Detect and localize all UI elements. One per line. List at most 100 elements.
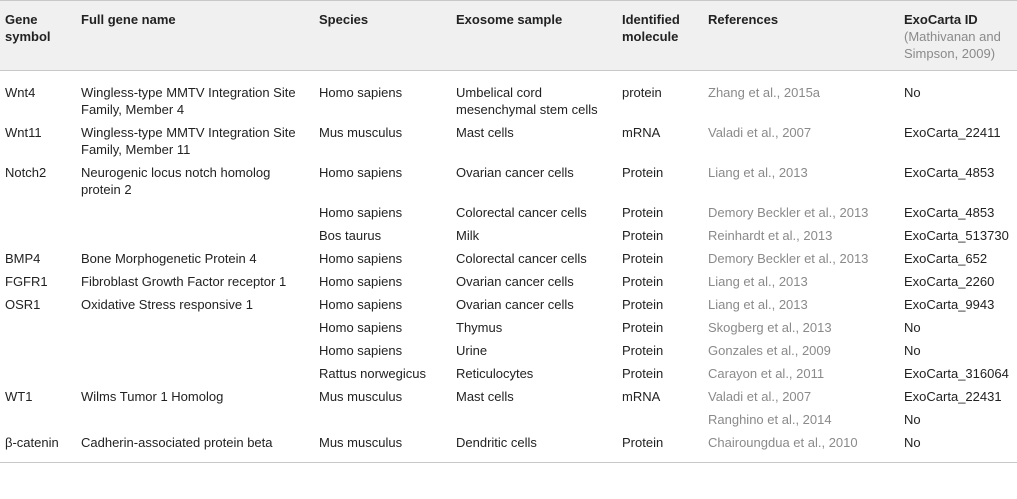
cell-exosome-sample (451, 405, 617, 428)
cell-exocarta-id: No (899, 428, 1017, 463)
cell-species: Homo sapiens (319, 165, 403, 180)
cell-exocarta-id: ExoCarta_652 (904, 251, 988, 266)
cell-full-gene-name (76, 336, 314, 359)
cell-identified-molecule: protein (622, 85, 662, 100)
cell-species: Homo sapiens (319, 343, 403, 358)
cell-exocarta-id: ExoCarta_2260 (904, 274, 995, 289)
table-row: Homo sapiens Thymus Protein Skogberg et al.… (0, 313, 1017, 336)
cell-exocarta-id: No (904, 412, 921, 427)
table-row: Notch2 Neurogenic locus notch homolog pro… (0, 158, 1017, 198)
cell-exosome-sample: Ovarian cancer cells (456, 165, 574, 180)
cell-reference-link[interactable]: Gonzales et al., 2009 (708, 343, 831, 358)
cell-reference-link[interactable]: Valadi et al., 2007 (708, 125, 812, 140)
cell-full-gene-name: Cadherin-associated protein beta (76, 428, 314, 463)
cell-species: Rattus norwegicus (319, 366, 426, 381)
cell-reference-link[interactable]: Carayon et al., 2011 (708, 366, 825, 381)
cell-reference-link[interactable]: Liang et al., 2013 (708, 165, 808, 180)
cell-reference-link[interactable]: Skogberg et al., 2013 (708, 320, 832, 335)
cell-gene-symbol (0, 336, 76, 359)
header-exocarta-id: ExoCarta ID (Mathivanan and Simpson, 200… (899, 1, 1017, 71)
cell-gene-symbol: OSR1 (5, 297, 41, 312)
table-header: Gene symbol Full gene name Species Exoso… (0, 0, 1017, 71)
cell-exosome-sample: Colorectal cancer cells (456, 251, 587, 266)
cell-full-gene-name: Oxidative Stress responsive 1 (81, 297, 253, 312)
cell-full-gene-name: Bone Morphogenetic Protein 4 (81, 251, 257, 266)
cell-species: Bos taurus (319, 228, 382, 243)
header-exocarta-id-label: ExoCarta ID (904, 12, 978, 27)
header-exosome-sample: Exosome sample (456, 12, 563, 27)
cell-reference-link[interactable]: Liang et al., 2013 (708, 274, 808, 289)
cell-full-gene-name (76, 405, 314, 428)
cell-exosome-sample: Thymus (456, 320, 503, 335)
cell-exocarta-id: ExoCarta_316064 (904, 366, 1009, 381)
cell-gene-symbol: Notch2 (5, 165, 47, 180)
cell-exosome-sample: Ovarian cancer cells (456, 297, 574, 312)
header-species: Species (319, 12, 369, 27)
cell-gene-symbol: FGFR1 (5, 274, 48, 289)
table-row: Wnt11 Wingless-type MMTV Integration Site… (0, 118, 1017, 158)
cell-full-gene-name: Wingless-type MMTV Integration Site Fami… (81, 85, 296, 117)
cell-exosome-sample: Reticulocytes (456, 366, 534, 381)
cell-species: Homo sapiens (319, 320, 403, 335)
cell-reference-link[interactable]: Reinhardt et al., 2013 (708, 228, 833, 243)
cell-exosome-sample: Mast cells (456, 125, 514, 140)
cell-reference-link[interactable]: Liang et al., 2013 (708, 297, 808, 312)
header-full-gene-name: Full gene name (81, 12, 176, 27)
cell-exosome-sample: Milk (456, 228, 480, 243)
header-gene-symbol: Gene symbol (5, 12, 51, 44)
cell-exosome-sample: Ovarian cancer cells (456, 274, 574, 289)
cell-gene-symbol (0, 221, 76, 244)
cell-species: Homo sapiens (319, 205, 403, 220)
cell-species: Homo sapiens (319, 85, 403, 100)
cell-exocarta-id: No (904, 343, 921, 358)
cell-exocarta-id: ExoCarta_22431 (904, 389, 1002, 404)
header-references: References (708, 12, 779, 27)
cell-exocarta-id: ExoCarta_4853 (904, 205, 995, 220)
cell-species: Mus musculus (314, 428, 451, 463)
cell-species: Mus musculus (319, 125, 403, 140)
cell-exocarta-id: ExoCarta_9943 (904, 297, 995, 312)
cell-full-gene-name: Neurogenic locus notch homolog protein 2 (81, 165, 271, 197)
table-row: OSR1 Oxidative Stress responsive 1 Homo sa… (0, 290, 1017, 313)
cell-full-gene-name: Fibroblast Growth Factor receptor 1 (81, 274, 287, 289)
cell-gene-symbol: Wnt11 (5, 125, 42, 140)
cell-full-gene-name (76, 198, 314, 221)
table-row: FGFR1 Fibroblast Growth Factor receptor 1… (0, 267, 1017, 290)
cell-exocarta-id: No (904, 320, 921, 335)
header-identified-molecule: Identified molecule (622, 12, 680, 44)
cell-species: Homo sapiens (319, 297, 403, 312)
cell-full-gene-name (76, 313, 314, 336)
cell-species: Mus musculus (319, 389, 403, 404)
cell-reference-link[interactable]: Valadi et al., 2007 (708, 389, 812, 404)
cell-reference-link[interactable]: Zhang et al., 2015a (708, 85, 821, 100)
cell-reference-link[interactable]: Ranghino et al., 2014 (708, 412, 832, 427)
cell-species: Homo sapiens (319, 251, 403, 266)
cell-exocarta-id: ExoCarta_22411 (904, 125, 1001, 140)
cell-reference-link[interactable]: Demory Beckler et al., 2013 (708, 251, 869, 266)
cell-identified-molecule (617, 405, 703, 428)
cell-identified-molecule: mRNA (622, 125, 661, 140)
cell-identified-molecule: Protein (622, 274, 664, 289)
cell-gene-symbol (0, 313, 76, 336)
cell-identified-molecule: Protein (622, 343, 664, 358)
header-exocarta-citation[interactable]: (Mathivanan and Simpson, 2009) (904, 29, 1001, 61)
header-row: Gene symbol Full gene name Species Exoso… (0, 0, 1017, 71)
cell-identified-molecule: Protein (622, 165, 664, 180)
cell-exosome-sample: Mast cells (456, 389, 514, 404)
cell-full-gene-name: Wingless-type MMTV Integration Site Fami… (81, 125, 296, 157)
cell-gene-symbol: WT1 (5, 389, 33, 404)
cell-reference-link[interactable]: Chairoungdua et al., 2010 (703, 428, 899, 463)
cell-identified-molecule: Protein (622, 251, 664, 266)
cell-reference-link[interactable]: Demory Beckler et al., 2013 (708, 205, 869, 220)
cell-gene-symbol (0, 359, 76, 382)
cell-identified-molecule: Protein (622, 320, 664, 335)
table-row: Ranghino et al., 2014 No (0, 405, 1017, 428)
cell-exocarta-id: ExoCarta_513730 (904, 228, 1009, 243)
